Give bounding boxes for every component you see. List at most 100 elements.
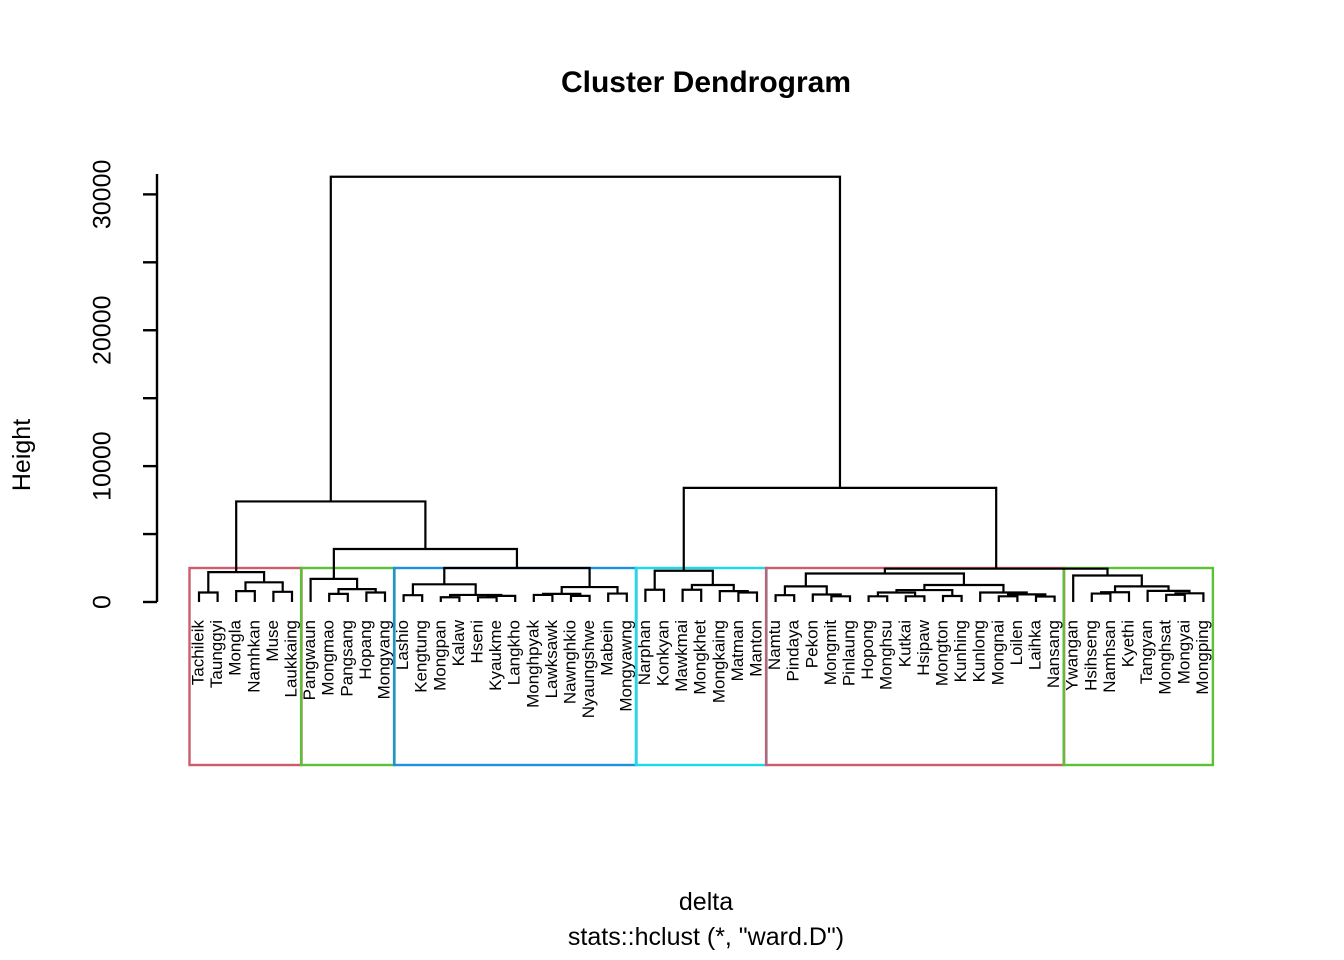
dendrogram-branch — [1113, 585, 1170, 593]
dendrogram-branch — [443, 566, 591, 588]
cluster-box-6 — [1062, 566, 1215, 767]
dendrogram-branch — [737, 591, 759, 602]
leaf-label: Mongyai — [1174, 620, 1193, 684]
leaf-label: Monghpyak — [523, 620, 542, 708]
leaf-label: Mongnai — [988, 620, 1007, 685]
x-axis-label: delta — [679, 888, 733, 916]
leaf-label: Tachileik — [188, 620, 207, 686]
leaf-label: Manton — [746, 620, 765, 677]
dendrogram-branch — [1165, 593, 1186, 602]
leaf-label: Pangwaun — [300, 620, 319, 700]
leaf-label: Kutkai — [895, 620, 914, 667]
leaf-label: Hsihseng — [1081, 620, 1100, 691]
cluster-boxes — [188, 566, 1215, 767]
leaf-label: Namhsan — [1100, 620, 1119, 693]
dendrogram-branch — [804, 572, 966, 587]
dendrogram-branch — [867, 595, 889, 602]
leaf-label: Hopang — [356, 620, 375, 680]
leaf-label: Mongla — [226, 619, 245, 675]
dendrogram-branch — [365, 591, 387, 602]
y-axis-tick-label: 10000 — [89, 431, 117, 501]
dendrogram-branch — [979, 591, 1028, 602]
leaf-label: Mongmit — [821, 620, 840, 685]
dendrogram-branch — [560, 585, 619, 594]
leaf-label: Mongkhet — [691, 620, 710, 695]
leaf-label: Taunggyi — [207, 620, 226, 688]
leaf-label: Loilen — [1007, 620, 1026, 665]
leaf-label: Monghsat — [1156, 620, 1175, 695]
dendrogram-branch — [332, 547, 519, 579]
dendrogram-branch — [439, 596, 461, 602]
leaf-label: Mongkaing — [709, 620, 728, 703]
dendrogram-branch — [997, 595, 1019, 602]
dendrogram-branch — [569, 594, 591, 602]
dendrogram-branch — [235, 590, 256, 602]
leaf-label: Nansang — [1044, 620, 1063, 688]
y-axis-label: Height — [8, 419, 36, 491]
dendrogram-branch — [774, 594, 796, 602]
dendrogram-branch — [644, 588, 666, 602]
leaf-label: Mongmao — [319, 620, 338, 696]
leaf-label: Hseni — [467, 620, 486, 663]
leaf-label: Kyaukme — [486, 620, 505, 691]
dendrogram-branch — [904, 595, 926, 602]
leaf-label: Pindaya — [784, 619, 803, 681]
leaf-label: Nyaungshwe — [579, 620, 598, 718]
leaf-label: Mawkmai — [672, 620, 691, 692]
leaf-label: Namtu — [765, 620, 784, 670]
dendrogram-branch — [486, 594, 517, 602]
leaf-label: Langkho — [505, 620, 524, 685]
leaf-label: Pangsang — [337, 620, 356, 697]
leaf-label: Lawksawk — [542, 620, 561, 699]
dendrogram-branch — [197, 591, 219, 602]
leaf-label: Mongyawng — [616, 620, 635, 712]
leaf-label: Hopong — [858, 620, 877, 680]
leaf-label: Muse — [263, 620, 282, 662]
dendrogram-branch — [207, 571, 266, 593]
leaf-label: Kalaw — [449, 619, 468, 666]
leaf-label: Monghsu — [877, 620, 896, 690]
dendrogram-branch — [682, 486, 998, 571]
dendrogram-branch — [309, 577, 359, 602]
leaf-label: Nawnghkio — [560, 620, 579, 704]
leaf-label: Konkyan — [653, 620, 672, 686]
dendrogram-branch — [607, 592, 628, 602]
leaf-label: Lashio — [393, 620, 412, 670]
leaf-label: Ywangan — [1063, 620, 1082, 691]
dendrogram-branch — [1090, 592, 1112, 602]
dendrogram-branch — [681, 588, 703, 602]
leaf-label: Kunhing — [951, 620, 970, 682]
dendrogram-branch — [830, 595, 852, 602]
dendrogram-branch — [532, 593, 554, 602]
dendrogram-branch — [411, 583, 477, 596]
dendrogram-branch — [542, 592, 582, 596]
dendrogram-branch — [1034, 595, 1056, 602]
dendrogram-branch — [923, 583, 1005, 593]
leaf-label: Kunlong — [970, 620, 989, 682]
dendrogram-branch — [653, 569, 714, 590]
leaf-label: Laukkaing — [281, 620, 300, 698]
dendrogram-branch — [876, 591, 917, 597]
dendrogram-branch — [328, 592, 349, 602]
leaf-label: Namhkan — [244, 620, 263, 693]
dendrogram-branch — [476, 596, 498, 602]
page-title: Cluster Dendrogram — [561, 66, 851, 99]
leaf-label: Mabein — [598, 620, 617, 676]
leaf-label: Mongpan — [430, 620, 449, 691]
y-axis-tick-label: 0 — [89, 595, 117, 609]
leaf-label: Mongping — [1193, 620, 1212, 695]
dendrogram-branch — [783, 585, 828, 596]
dendrogram-branch — [690, 583, 735, 592]
dendrogram-branch — [402, 594, 424, 602]
leaf-label: Tangyan — [1137, 620, 1156, 684]
leaf-label: Pinlaung — [839, 620, 858, 686]
leaf-label: Laihka — [1025, 619, 1044, 670]
leaf-label: Kengtung — [412, 620, 431, 693]
leaf-label: Mongton — [932, 620, 951, 686]
leaf-label: Matman — [728, 620, 747, 681]
leaf-label: Narphan — [635, 620, 654, 685]
y-axis-tick-label: 20000 — [89, 295, 117, 365]
dendrogram-branch — [1072, 574, 1143, 602]
